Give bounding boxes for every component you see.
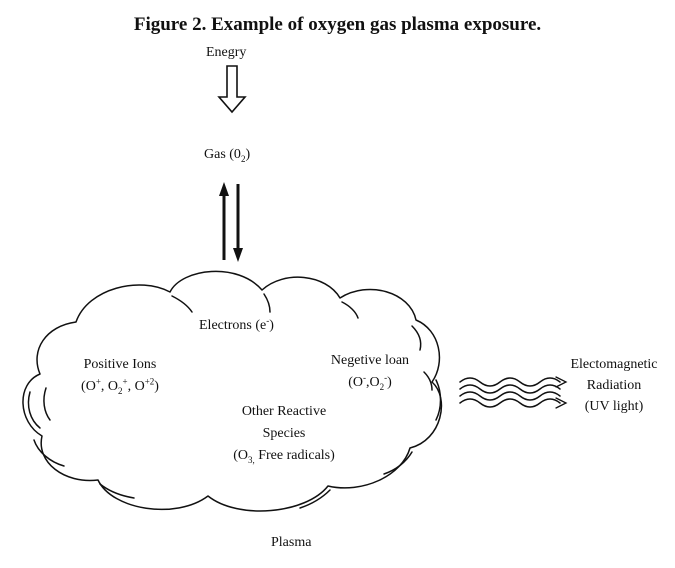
uv-radiation-waves [459,376,568,409]
other-species-label: Other Reactive Species (O3, Free radical… [214,404,354,464]
radiation-label: Electomagnetic Radiation (UV light) [555,357,673,415]
plasma-cloud [22,270,442,512]
negative-ions-heading: Negetive loan [330,353,410,368]
energy-label: Enegry [206,45,247,60]
energy-arrow [217,65,247,114]
other-species-formula: (O3, Free radicals) [233,448,335,465]
positive-ions-heading: Positive Ions [83,357,157,372]
positive-ions-formula: (O+, O2+, O+2) [81,376,159,396]
equilibrium-arrows [219,182,243,262]
other-species-line1: Other Reactive [241,404,327,419]
positive-ions-label: Positive Ions (O+, O2+, O+2) [60,357,180,395]
plasma-label: Plasma [271,535,312,550]
electrons-label: Electrons (e-) [199,315,274,333]
radiation-line1: Electomagnetic [570,357,658,372]
figure-title: Figure 2. Example of oxygen gas plasma e… [133,14,542,35]
negative-ions-label: Negetive loan (O-,O2-) [312,353,428,391]
other-species-line2: Species [262,426,306,441]
radiation-line3: (UV light) [584,399,644,414]
radiation-line2: Radiation [586,378,642,393]
negative-ions-formula: (O-,O2-) [348,372,392,392]
gas-label: Gas (02) [204,147,251,164]
